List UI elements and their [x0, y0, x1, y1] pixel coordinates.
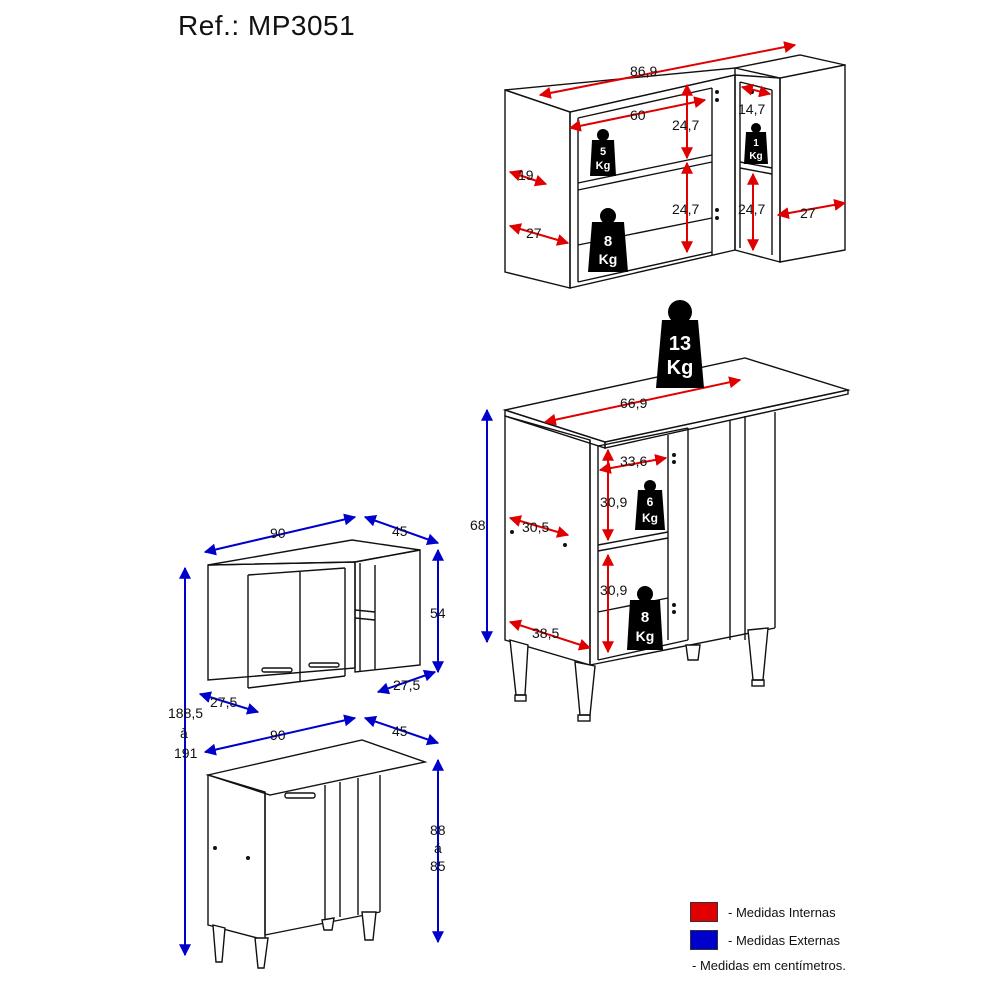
overview-lower-height-line3: 85 — [430, 858, 446, 874]
lower-shelf-height-top-label: 30,9 — [600, 494, 627, 510]
weight-lower-lower-unit: Kg — [636, 628, 655, 644]
legend: - Medidas Internas - Medidas Externas - … — [690, 898, 846, 973]
legend-external-swatch — [690, 930, 718, 950]
weight-upper-bottom-value: 8 — [604, 233, 612, 250]
upper-cabinet-drawing — [504, 54, 846, 289]
legend-note: - Medidas em centímetros. — [692, 958, 846, 973]
overview-upper-side-label: 45 — [392, 523, 408, 539]
overview-upper-depth-right-label: 27,5 — [393, 677, 420, 693]
weight-upper-top-unit: Kg — [596, 160, 611, 172]
weight-upper-corner-value: 1 — [753, 138, 759, 149]
overview-total-height-line3: 191 — [174, 745, 198, 761]
upper-cabinet-dimensions — [508, 41, 847, 254]
weight-upper-bottom-unit: Kg — [599, 251, 618, 267]
overview-upper-width-label: 90 — [270, 525, 286, 541]
lower-height-label: 68 — [470, 517, 486, 533]
weight-lower-top-unit: Kg — [667, 357, 694, 379]
upper-width-label: 86,9 — [630, 63, 657, 79]
legend-internal-label: - Medidas Internas — [728, 904, 836, 920]
legend-internal: - Medidas Internas — [690, 898, 846, 926]
lower-top-width-label: 66,9 — [620, 395, 647, 411]
lower-shelf-height-bottom-label: 30,9 — [600, 582, 627, 598]
weight-lower-top-value: 13 — [669, 333, 691, 355]
weight-icon-lower-lower-shelf: 8 Kg — [627, 586, 663, 650]
weight-icon-upper-bottom: 8 Kg — [588, 208, 628, 272]
weight-icon-upper-corner: 1 Kg — [744, 123, 768, 164]
weight-upper-top-value: 5 — [600, 146, 606, 158]
weight-icon-lower-top: 13 Kg — [656, 300, 704, 388]
weight-lower-upper-unit: Kg — [642, 511, 658, 525]
weight-lower-upper-value: 6 — [647, 495, 654, 509]
overview-lower-cabinet — [205, 739, 428, 969]
overview-lower-side-label: 45 — [392, 723, 408, 739]
overview-dimensions — [179, 513, 444, 957]
upper-shelf-height-bottom-label: 24,7 — [672, 201, 699, 217]
weight-icon-upper-top: 5 Kg — [590, 129, 616, 176]
legend-internal-swatch — [690, 902, 718, 922]
overview-lower-height-line1: 88 — [430, 822, 446, 838]
lower-depth-bottom-label: 38,5 — [532, 625, 559, 641]
weight-lower-lower-value: 8 — [641, 609, 649, 626]
legend-external-label: - Medidas Externas — [728, 932, 840, 948]
overview-total-height-line2: à — [180, 725, 188, 741]
overview-upper-depth-left-label: 27,5 — [210, 694, 237, 710]
overview-upper-cabinet — [207, 539, 421, 689]
upper-corner-depth-label: 27 — [800, 205, 816, 221]
legend-external: - Medidas Externas — [690, 926, 846, 954]
weight-upper-corner-unit: Kg — [749, 151, 762, 162]
upper-corner-bottom-height-label: 24,7 — [738, 201, 765, 217]
overview-total-height-line1: 188,5 — [168, 705, 203, 721]
upper-shelf-height-top-label: 24,7 — [672, 117, 699, 133]
upper-corner-top-height-label: 14,7 — [738, 101, 765, 117]
page-title: Ref.: MP3051 — [178, 10, 356, 41]
lower-cabinet-dimensions — [508, 376, 742, 654]
upper-depth-bottom-label: 27 — [526, 225, 542, 241]
lower-cabinet-drawing — [502, 357, 851, 722]
lower-inner-width-label: 33,6 — [620, 453, 647, 469]
overview-upper-height-label: 54 — [430, 605, 446, 621]
overview-lower-width-label: 90 — [270, 727, 286, 743]
upper-inner-width-label: 60 — [630, 107, 646, 123]
upper-depth-top-label: 19 — [518, 167, 534, 183]
overview-lower-height-line2: á — [434, 840, 442, 856]
weight-icon-lower-upper-shelf: 6 Kg — [635, 480, 665, 530]
lower-depth-top-label: 30,5 — [522, 519, 549, 535]
